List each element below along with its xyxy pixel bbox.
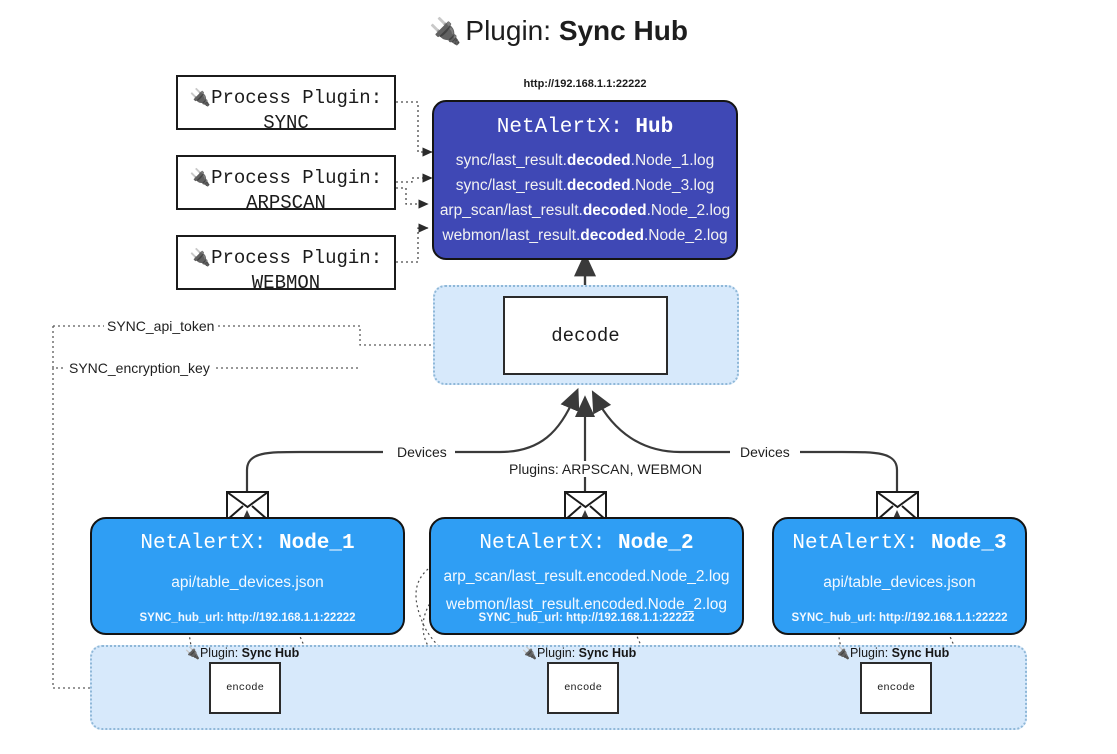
envelope-icon: [564, 491, 607, 521]
node-title: NetAlertX: Node_2: [431, 532, 742, 555]
encode-box-node-1[interactable]: encode: [209, 662, 281, 714]
log-mid: decoded: [580, 227, 644, 244]
key-wire-paths: [52, 325, 499, 693]
process-plugin-name: SYNC: [263, 112, 309, 134]
electric-plug-icon: 🔌: [835, 646, 850, 660]
node-hub-url: SYNC_hub_url: http://192.168.1.1:22222: [478, 612, 695, 624]
node-line: arp_scan/last_result.encoded.Node_2.log: [443, 568, 730, 585]
hub-log-line: arp_scan/last_result.decoded.Node_2.log: [434, 198, 736, 223]
node-title-prefix: NetAlertX:: [479, 532, 618, 555]
envelope-icon: [226, 491, 269, 521]
sync-api-token-label: SYNC_api_token: [104, 318, 218, 334]
node-title: NetAlertX: Node_3: [774, 532, 1025, 555]
log-post: .Node_1.log: [630, 152, 715, 169]
electric-plug-icon: 🔌: [429, 16, 462, 46]
band-label-prefix: Plugin:: [849, 646, 892, 660]
sync-encryption-key-label: SYNC_encryption_key: [66, 360, 213, 376]
hub-title-prefix: NetAlertX:: [496, 116, 636, 139]
electric-plug-icon: 🔌: [189, 88, 212, 108]
process-plugin-name: ARPSCAN: [246, 192, 326, 214]
band-plugin-label-3: 🔌Plugin: Sync Hub: [835, 646, 949, 660]
process-plugin-label: Process Plugin:: [211, 247, 383, 269]
log-post: .Node_2.log: [643, 227, 728, 244]
electric-plug-icon: 🔌: [189, 168, 212, 188]
node-title: NetAlertX: Node_1: [92, 532, 403, 555]
process-plugin-label: Process Plugin:: [211, 167, 383, 189]
node-hub-url: SYNC_hub_url: http://192.168.1.1:22222: [791, 612, 1008, 624]
process-plugin-box-arpscan[interactable]: 🔌Process Plugin: ARPSCAN: [176, 155, 396, 214]
hub-log-line: sync/last_result.decoded.Node_1.log: [434, 148, 736, 173]
hub-log-list: sync/last_result.decoded.Node_1.log sync…: [434, 148, 736, 248]
page-title-prefix: Plugin:: [465, 15, 559, 46]
node-line: webmon/last_result.encoded.Node_2.log: [446, 596, 727, 613]
page-title: 🔌Plugin: Sync Hub: [0, 14, 1117, 48]
envelope-icon-group: [226, 491, 919, 521]
encode-box-node-3[interactable]: encode: [860, 662, 932, 714]
electric-plug-icon: 🔌: [185, 646, 200, 660]
plugin-to-hub-connectors: [396, 101, 433, 263]
band-plugin-label-2: 🔌Plugin: Sync Hub: [522, 646, 636, 660]
log-pre: arp_scan/last_result.: [439, 202, 583, 219]
node-line: api/table_devices.json: [823, 574, 976, 591]
plugins-label-center: Plugins: ARPSCAN, WEBMON: [506, 461, 705, 477]
band-label-name: Sync Hub: [578, 646, 637, 660]
band-label-prefix: Plugin:: [199, 646, 242, 660]
log-pre: sync/last_result.: [455, 152, 567, 169]
process-plugin-name: WEBMON: [251, 272, 321, 294]
log-post: .Node_2.log: [646, 202, 731, 219]
encode-box-node-2[interactable]: encode: [547, 662, 619, 714]
node-title-name: Node_3: [931, 532, 1007, 555]
hub-node[interactable]: NetAlertX: Hub sync/last_result.decoded.…: [432, 100, 738, 260]
devices-label-left: Devices: [394, 444, 450, 460]
process-plugin-box-sync[interactable]: 🔌Process Plugin: SYNC: [176, 75, 396, 134]
node-box-node-1[interactable]: NetAlertX: Node_1 api/table_devices.json…: [90, 517, 405, 635]
log-pre: sync/last_result.: [455, 177, 567, 194]
node-title-prefix: NetAlertX:: [792, 532, 931, 555]
node-box-node-2[interactable]: NetAlertX: Node_2 arp_scan/last_result.e…: [429, 517, 744, 635]
band-label-name: Sync Hub: [891, 646, 950, 660]
node-to-decode-edges: [245, 387, 899, 492]
node-title-name: Node_1: [279, 532, 355, 555]
hub-log-line: webmon/last_result.decoded.Node_2.log: [434, 223, 736, 248]
hub-log-line: sync/last_result.decoded.Node_3.log: [434, 173, 736, 198]
hub-title: NetAlertX: Hub: [434, 116, 736, 139]
node-line-list: api/table_devices.json: [92, 569, 403, 597]
node-title-prefix: NetAlertX:: [140, 532, 279, 555]
band-plugin-label-1: 🔌Plugin: Sync Hub: [185, 646, 299, 660]
envelope-icon: [876, 491, 919, 521]
devices-label-right: Devices: [737, 444, 793, 460]
node-line: api/table_devices.json: [171, 574, 324, 591]
node-title-name: Node_2: [618, 532, 694, 555]
band-label-name: Sync Hub: [241, 646, 300, 660]
log-mid: decoded: [566, 152, 631, 169]
log-mid: decoded: [566, 177, 631, 194]
decode-box[interactable]: decode: [503, 296, 668, 375]
process-plugin-box-webmon[interactable]: 🔌Process Plugin: WEBMON: [176, 235, 396, 294]
node-line-list: arp_scan/last_result.encoded.Node_2.log …: [431, 563, 742, 619]
node-box-node-3[interactable]: NetAlertX: Node_3 api/table_devices.json…: [772, 517, 1027, 635]
log-pre: webmon/last_result.: [442, 227, 581, 244]
node-hub-url: SYNC_hub_url: http://192.168.1.1:22222: [139, 612, 356, 624]
hub-title-name: Hub: [635, 116, 674, 139]
hub-url-label: http://192.168.1.1:22222: [523, 78, 647, 90]
electric-plug-icon: 🔌: [189, 248, 212, 268]
process-plugin-label: Process Plugin:: [211, 87, 383, 109]
band-label-prefix: Plugin:: [536, 646, 579, 660]
log-post: .Node_3.log: [630, 177, 715, 194]
page-title-name: Sync Hub: [558, 15, 688, 46]
node-line-list: api/table_devices.json: [774, 569, 1025, 597]
log-mid: decoded: [582, 202, 647, 219]
electric-plug-icon: 🔌: [522, 646, 537, 660]
